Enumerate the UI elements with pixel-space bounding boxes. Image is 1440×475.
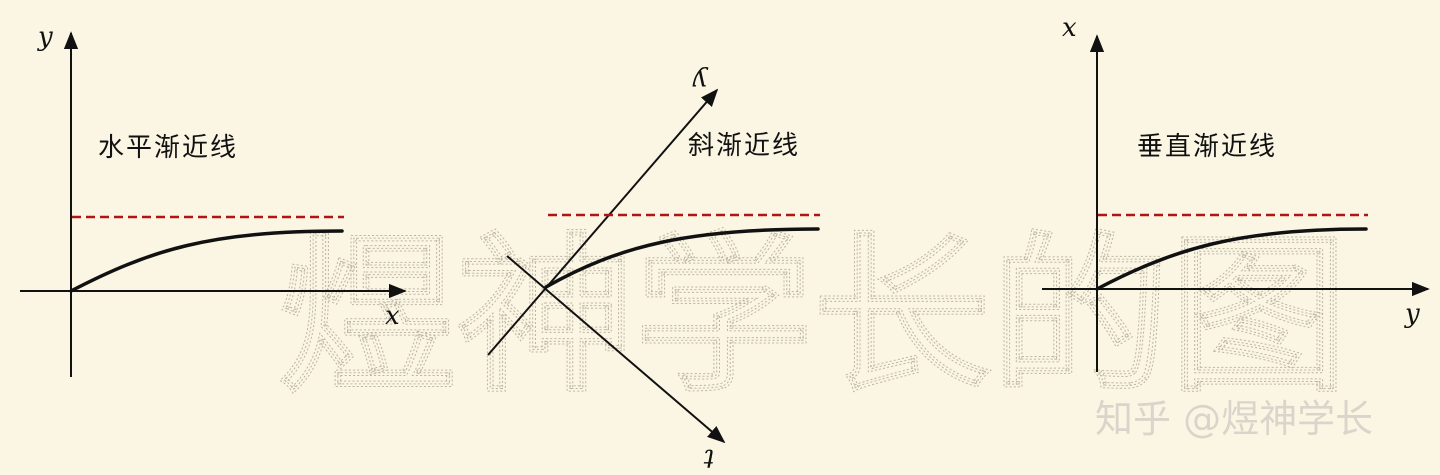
t-axis <box>506 255 726 444</box>
y-axis <box>487 88 719 356</box>
credit-watermark: 知乎 @煜神学长 <box>1095 397 1373 441</box>
watermark-text: 煜神学长的图 <box>278 218 1348 416</box>
panel-title: 垂直渐近线 <box>1137 132 1277 162</box>
panel-oblique-asymptote: y t 斜渐近线 <box>487 66 820 473</box>
t-axis-label: t <box>703 443 714 473</box>
panel-horizontal-asymptote: y x 水平渐近线 <box>20 22 407 377</box>
panel-title: 斜渐近线 <box>688 131 800 161</box>
x-axis-label: x <box>1062 13 1077 43</box>
function-curve <box>544 227 820 289</box>
panel-vertical-asymptote: x y 垂直渐近线 <box>1042 13 1430 372</box>
y-axis-label: y <box>1404 299 1420 329</box>
panel-title: 水平渐近线 <box>98 133 238 163</box>
function-curve <box>1095 227 1368 291</box>
x-axis-label: x <box>385 301 400 331</box>
y-axis-label: y <box>37 22 53 52</box>
function-curve <box>69 229 344 293</box>
y-axis-label: y <box>692 66 708 96</box>
